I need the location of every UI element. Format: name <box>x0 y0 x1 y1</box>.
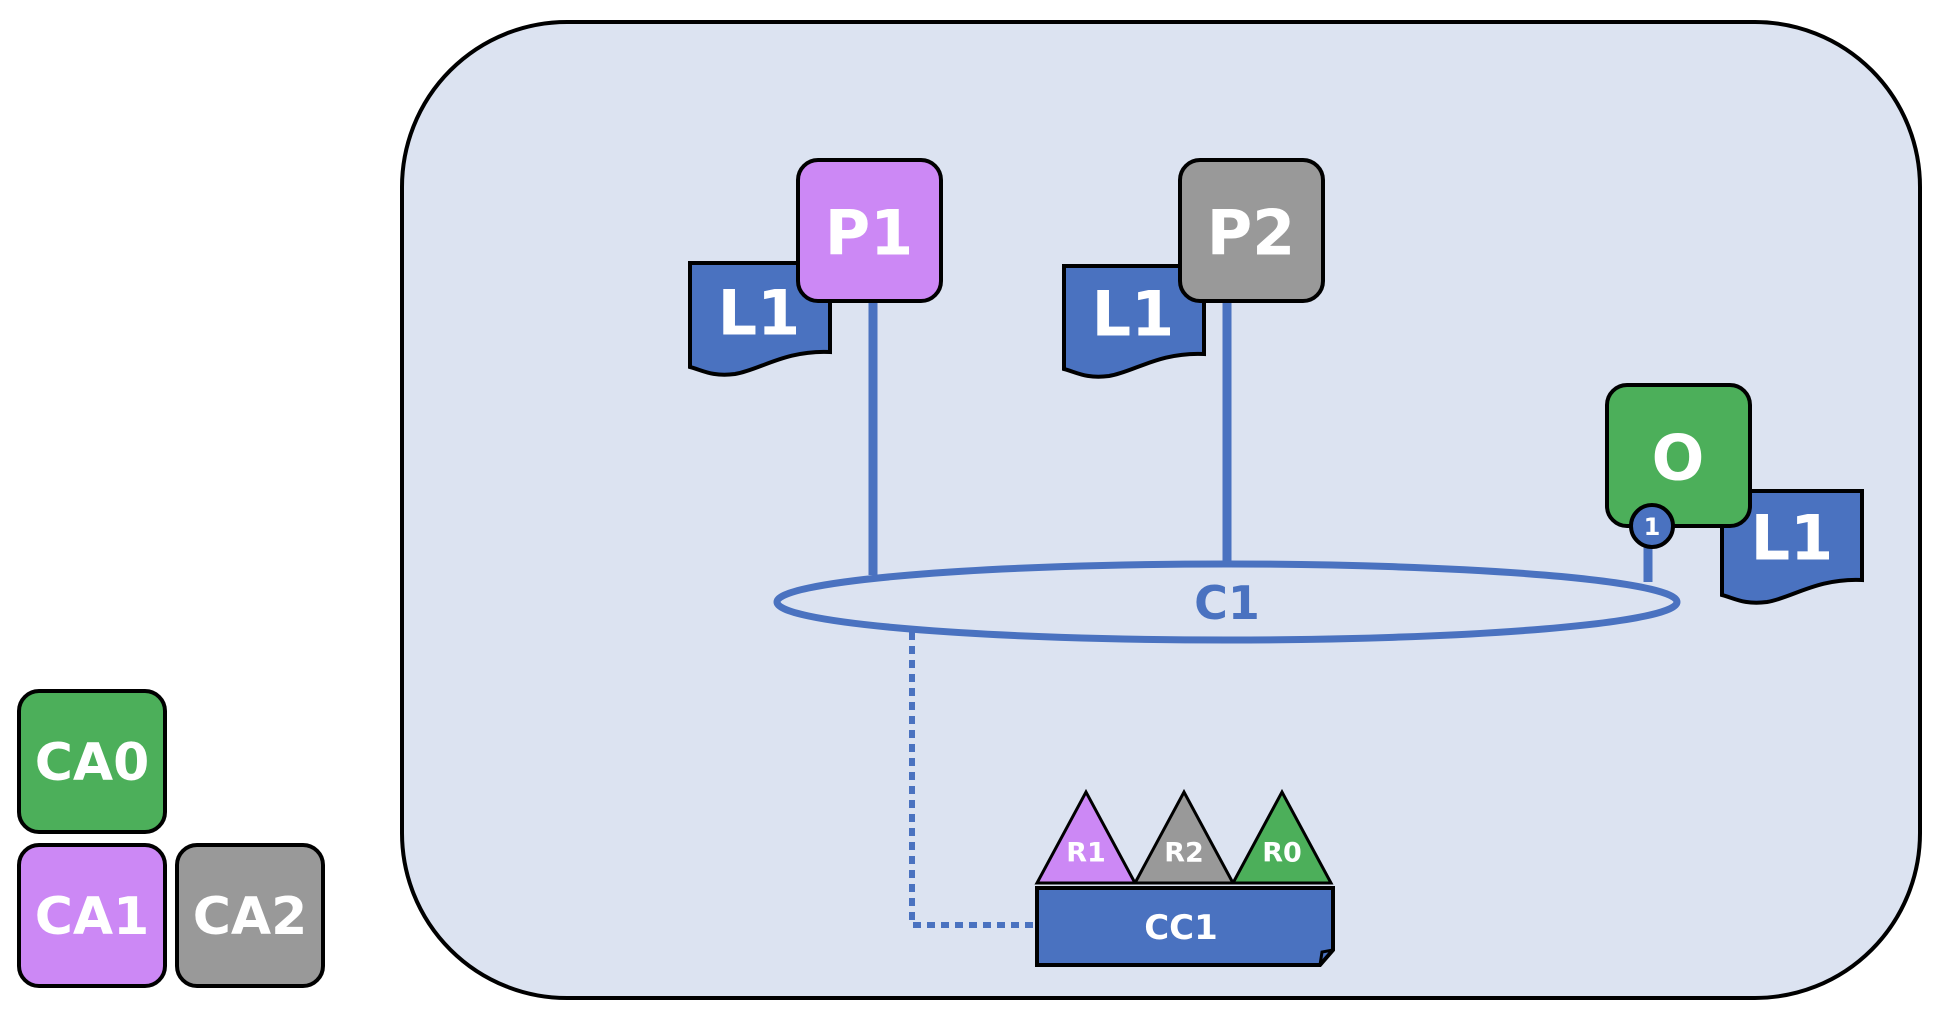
peer-p1-ledger-label: L1 <box>718 277 801 350</box>
ca2-box <box>175 843 325 988</box>
role-r1-triangle <box>1034 788 1138 885</box>
role-triangles: R1 R2 R0 <box>1034 788 1334 885</box>
role-r0-label: R0 <box>1262 838 1302 869</box>
peer-p2-label: P2 <box>1207 197 1296 270</box>
orderer-badge-label: 1 <box>1644 513 1661 541</box>
ca1-label: CA1 <box>35 887 150 947</box>
peer-p2-box <box>1178 158 1325 303</box>
role-r0-triangle <box>1230 788 1334 885</box>
ca1-box <box>17 843 167 988</box>
role-r2-label: R2 <box>1164 838 1204 869</box>
peer-p2-ledger-label: L1 <box>1092 278 1175 351</box>
legend-ca2: CA2 <box>175 843 325 988</box>
channel-config-label: CC1 <box>1144 908 1218 948</box>
orderer-o[interactable]: L1 O 1 <box>1605 383 1864 605</box>
channel-c1 <box>773 560 1681 644</box>
channel-config-cc1[interactable]: CC1 <box>1035 886 1335 967</box>
folded-corner-icon <box>1318 948 1334 966</box>
legend-ca0: CA0 <box>17 689 167 834</box>
role-r1-label: R1 <box>1066 838 1106 869</box>
ledger-document-icon <box>688 261 832 377</box>
ca0-label: CA0 <box>35 733 150 793</box>
ca2-label: CA2 <box>193 887 308 947</box>
peer-p1-label: P1 <box>825 197 914 270</box>
peer-p1[interactable]: L1 P1 <box>688 158 943 377</box>
peer-p2[interactable]: L1 P2 <box>1062 158 1325 379</box>
channel-label: C1 <box>1194 576 1260 630</box>
ledger-document-icon <box>1720 489 1864 605</box>
orderer-ledger-label: L1 <box>1751 502 1834 575</box>
orderer-badge-icon <box>1629 503 1675 549</box>
orderer-box <box>1605 383 1752 528</box>
ledger-document-icon <box>1062 264 1206 379</box>
ca0-box <box>17 689 167 834</box>
channel-config-box <box>1035 886 1335 967</box>
peer-p1-box <box>796 158 943 303</box>
legend-ca1: CA1 <box>17 843 167 988</box>
orderer-label: O <box>1652 422 1705 495</box>
role-r2-triangle <box>1132 788 1236 885</box>
